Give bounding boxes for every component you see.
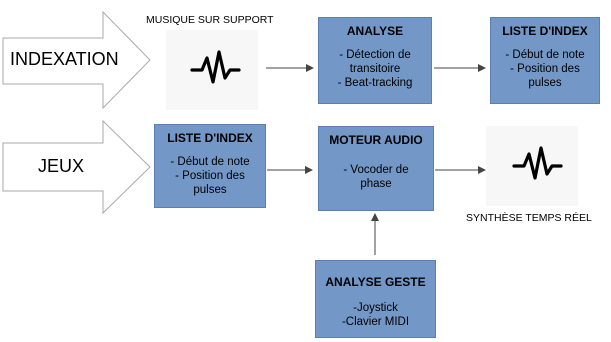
analyse-geste-box: ANALYSE GESTE -Joystick -Clavier MIDI xyxy=(315,260,436,338)
liste-index-left-title: LISTE D'INDEX xyxy=(167,131,253,145)
moteur-audio-title: MOTEUR AUDIO xyxy=(329,133,423,147)
moteur-audio-box: MOTEUR AUDIO - Vocoder de phase xyxy=(318,126,434,211)
analyse-geste-title: ANALYSE GESTE xyxy=(325,275,426,289)
liste-index-top-box: LISTE D'INDEX - Début de note - Position… xyxy=(490,17,600,104)
moteur-audio-line-1: - Vocoder de xyxy=(343,164,409,176)
analyse-title: ANALYSE xyxy=(346,24,404,38)
indexation-arrow xyxy=(2,10,151,110)
liste-index-top-line-2: - Position des xyxy=(510,63,580,75)
analyse-line-3: - Beat-tracking xyxy=(337,77,413,89)
liste-index-left-box: LISTE D'INDEX - Début de note - Position… xyxy=(154,124,266,208)
liste-index-left-line-2: - Position des xyxy=(175,170,245,182)
waveform-icon xyxy=(190,50,241,84)
analyse-line-1: - Détection de xyxy=(339,49,411,61)
waveform-icon xyxy=(512,146,563,180)
indexation-label: INDEXATION xyxy=(10,49,119,69)
liste-index-top-line-1: - Début de note xyxy=(505,49,585,61)
liste-index-left-line-1: - Début de note xyxy=(170,156,250,168)
liste-index-top-line-3: pulses xyxy=(528,77,562,89)
analyse-box: ANALYSE - Détection de transitoire - Bea… xyxy=(318,17,432,104)
output-signal-caption: SYNTHÈSE TEMPS RÉEL xyxy=(466,212,592,224)
input-signal-panel xyxy=(166,30,258,110)
analyse-line-2: transitoire xyxy=(349,63,401,75)
liste-index-left-line-3: pulses xyxy=(193,184,227,196)
analyse-geste-line-2: -Clavier MIDI xyxy=(341,316,410,328)
input-signal-caption: MUSIQUE SUR SUPPORT xyxy=(146,14,274,26)
output-signal-panel xyxy=(486,126,578,206)
moteur-audio-line-2: phase xyxy=(360,178,392,190)
jeux-arrow xyxy=(2,119,151,215)
analyse-geste-line-1: -Joystick xyxy=(353,302,398,314)
jeux-label: JEUX xyxy=(38,156,85,176)
liste-index-top-title: LISTE D'INDEX xyxy=(502,24,588,38)
